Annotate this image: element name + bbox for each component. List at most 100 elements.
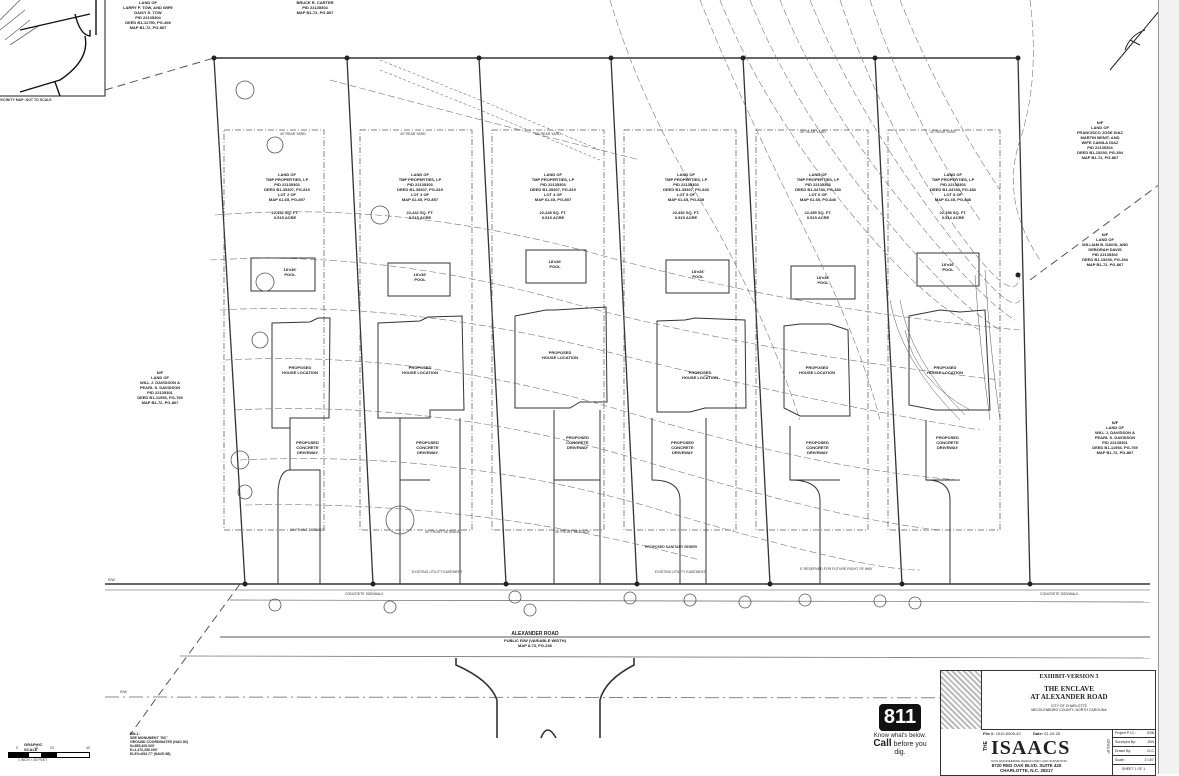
project-title: THE ENCLAVE AT ALEXANDER ROAD bbox=[985, 685, 1153, 701]
scale-note: 1 INCH = 20 FEET bbox=[18, 758, 48, 762]
driveway-label: PROPOSED CONCRETE DRIVEWAY bbox=[566, 435, 589, 450]
info-row: Scale:1"=20' bbox=[1113, 756, 1156, 765]
reserved-row-label: 5' RESERVED FOR FUTURE RIGHT OF WAY bbox=[800, 567, 873, 571]
house-label: PROPOSED HOUSE LOCATION bbox=[402, 365, 438, 375]
rear-yard-label: 40' REAR YARD bbox=[800, 130, 826, 134]
adjoiner-right-mid: N/F LAND OF WILLIAM B. DAVIS, AND DEBORA… bbox=[1082, 232, 1128, 267]
title-block: EXHIBIT-VERSION 3 THE ENCLAVE AT ALEXAND… bbox=[940, 670, 1156, 776]
company-logo: ISAACS bbox=[991, 737, 1071, 759]
lot-3-owner: LAND OF TMP PROPERTIES, LP PID 22135303 … bbox=[397, 172, 443, 202]
scale-tick: 40 bbox=[86, 746, 90, 750]
info-row: Project P.I.C.:SSB bbox=[1113, 729, 1156, 738]
house-label: PROPOSED HOUSE LOCATION bbox=[682, 370, 718, 380]
front-setback-label: 30' FRONT SETBACK bbox=[290, 528, 325, 532]
rw-label: R/W bbox=[108, 578, 115, 582]
scale-tick: 10 bbox=[34, 746, 38, 750]
lot-5-area: 22,452 SQ. FT. 0.515 ACRE bbox=[672, 210, 700, 220]
company-prefix: THE bbox=[983, 741, 989, 751]
rear-yard-label: 40' REAR YARD bbox=[930, 130, 956, 134]
811-call: Call bbox=[873, 738, 892, 749]
project-title-line1: THE ENCLAVE bbox=[1044, 685, 1094, 693]
house-label: PROPOSED HOUSE LOCATION bbox=[799, 365, 835, 375]
lot-2-owner: LAND OF TMP PROPERTIES, LP PID 22135303 … bbox=[264, 172, 310, 202]
adjoiner-top-center: BRUCE R. CARTER PID 22135304 MAP B1-72, … bbox=[296, 0, 334, 15]
scale-tick: 0 bbox=[16, 746, 18, 750]
rear-yard-label: 40' REAR YARD bbox=[280, 132, 306, 136]
graphic-scale-title: GRAPHIC SCALE bbox=[24, 742, 43, 752]
sheet-number: SHEET 1 OF 1 bbox=[1121, 767, 1146, 771]
house-label: PROPOSED HOUSE LOCATION bbox=[542, 350, 578, 360]
pool-label: 18'x36' POOL bbox=[816, 275, 830, 285]
sidewalk-label: CONCRETE SIDEWALK bbox=[345, 592, 384, 596]
graphic-scale-bar bbox=[8, 752, 90, 758]
company-address: 8720 RED OAK BLVD. SUITE 420 CHARLOTTE, … bbox=[991, 763, 1062, 773]
adjoiner-right-top: N/F LAND OF FRANCISCO JOSE DIAZ MARTIN B… bbox=[1076, 120, 1123, 160]
adjoiner-top-left: LAND OF LARRY P. TOW, AND WIFE DAISY S. … bbox=[123, 0, 173, 30]
scale-tick: 20 bbox=[50, 746, 54, 750]
road-subtitle: PUBLIC R/W (VARIABLE WIDTH) bbox=[504, 638, 566, 643]
front-setback-label: 30' FRONT SETBACK bbox=[425, 530, 460, 534]
adjoiner-right-low: N/F LAND OF WILL J. DAVIDSON & PEARL S. … bbox=[1092, 420, 1138, 455]
rear-yard-label: 40' REAR YARD bbox=[400, 132, 426, 136]
road-map-ref: MAP 8-73, PG-236 bbox=[518, 643, 552, 648]
driveway-label: PROPOSED CONCRETE DRIVEWAY bbox=[936, 435, 959, 450]
lot-2-area: 22,442 SQ. FT. 0.515 ACRE bbox=[271, 210, 299, 220]
benchmark-line: GROUND COORDINATES (NAD 83) bbox=[130, 740, 188, 744]
pool-label: 18'x36' POOL bbox=[941, 262, 955, 272]
front-setback-label: 30' FRONT SETBACK bbox=[555, 530, 590, 534]
driveway-label: PROPOSED CONCRETE DRIVEWAY bbox=[296, 440, 319, 455]
company-subtitle: CIVIL ENGINEERING DESIGN AND LAND SURVEY… bbox=[991, 759, 1067, 763]
benchmark-line: ELEV=653.77' (NAVD 88) bbox=[130, 752, 171, 756]
811-line1: Know what's below. bbox=[873, 733, 927, 739]
location-map-thumbnail bbox=[941, 671, 982, 729]
rw-label: R/W bbox=[120, 690, 127, 694]
info-row: Surveyed By:JDN bbox=[1113, 738, 1156, 747]
sanitary-sewer-label: PROPOSED SANITARY SEWER bbox=[645, 545, 698, 549]
lot-8-owner: LAND OF TMP PROPERTIES, LP PID 22135303 … bbox=[930, 172, 976, 202]
driveway-label: PROPOSED CONCRETE DRIVEWAY bbox=[806, 440, 829, 455]
project-title-line2: AT ALEXANDER ROAD bbox=[1030, 693, 1108, 701]
project-location: CITY OF CHARLOTTE MECKLENBURG COUNTY, NO… bbox=[985, 704, 1153, 712]
easement-label: EXISTING UTILITY EASEMENT bbox=[412, 570, 463, 574]
rear-yard-label: 40' REAR YARD bbox=[535, 132, 561, 136]
easement-label: EXISTING UTILITY EASEMENT bbox=[655, 570, 706, 574]
driveway-label: PROPOSED CONCRETE DRIVEWAY bbox=[671, 440, 694, 455]
house-label: PROPOSED HOUSE LOCATION bbox=[927, 365, 963, 375]
date: Date: 01-29-20 bbox=[1033, 731, 1061, 736]
benchmark-note: BM-1: SEE MONUMENT "BC" GROUND COORDINAT… bbox=[130, 732, 188, 756]
lot-6-area: 22,455 SQ. FT. 0.515 ACRE bbox=[804, 210, 832, 220]
lot-6-owner: LAND OF TMP PROPERTIES, LP PID 22135303 … bbox=[795, 172, 841, 202]
project-info-table: Project P.I.C.:SSB Surveyed By:JDN Drawn… bbox=[1112, 729, 1156, 775]
road-name: ALEXANDER ROAD bbox=[511, 631, 559, 637]
company-suffix: GROUP bbox=[1106, 739, 1111, 754]
house-label: PROPOSED HOUSE LOCATION bbox=[282, 365, 318, 375]
lot-8-area: 22,458 SQ. FT. 0.514 ACRE bbox=[939, 210, 967, 220]
sidewalk-label: CONCRETE SIDEWALK bbox=[1040, 592, 1079, 596]
vicinity-map-label: VICINITY MAP: NOT TO SCALE bbox=[0, 98, 52, 102]
benchmark-title: BM-1: bbox=[130, 732, 140, 736]
benchmark-line: E=1,470,256.000' bbox=[130, 748, 158, 752]
lot-4-owner: LAND OF TMP PROPERTIES, LP PID 22135303 … bbox=[530, 172, 576, 202]
pool-label: 18'x36' POOL bbox=[413, 272, 427, 282]
lot-3-area: 22,442 SQ. FT. 0.515 ACRE bbox=[406, 210, 434, 220]
benchmark-line: SEE MONUMENT "BC" bbox=[130, 736, 168, 740]
adjoiner-left: N/F LAND OF WILL J. DAVIDSON & PEARL S. … bbox=[137, 370, 183, 405]
driveway-label: PROPOSED CONCRETE DRIVEWAY bbox=[416, 440, 439, 455]
city-label: CITY OF CHARLOTTE bbox=[1051, 704, 1087, 708]
lot-4-area: 22,448 SQ. FT. 0.515 ACRE bbox=[539, 210, 567, 220]
version-label: EXHIBIT-VERSION 3 bbox=[1039, 674, 1099, 680]
info-row: Drawn By:CLC bbox=[1113, 747, 1156, 756]
county-label: MECKLENBURG COUNTY, NORTH CAROLINA bbox=[1031, 708, 1107, 712]
811-line2: before you dig. bbox=[891, 741, 927, 756]
call-811-logo: 811 Know what's below. Call before you d… bbox=[872, 704, 928, 757]
viewer-scrollbar[interactable] bbox=[1158, 0, 1179, 774]
811-icon: 811 bbox=[878, 704, 922, 731]
file-number: File #: 1910-0005-43 bbox=[983, 731, 1021, 736]
pool-label: 18'x36' POOL bbox=[691, 269, 705, 279]
pool-label: 18'x36' POOL bbox=[548, 259, 562, 269]
lot-5-owner: LAND OF TMP PROPERTIES, LP PID 22135303 … bbox=[663, 172, 709, 202]
benchmark-line: N=555,400.000' bbox=[130, 744, 155, 748]
title-block-lower bbox=[981, 729, 1155, 776]
